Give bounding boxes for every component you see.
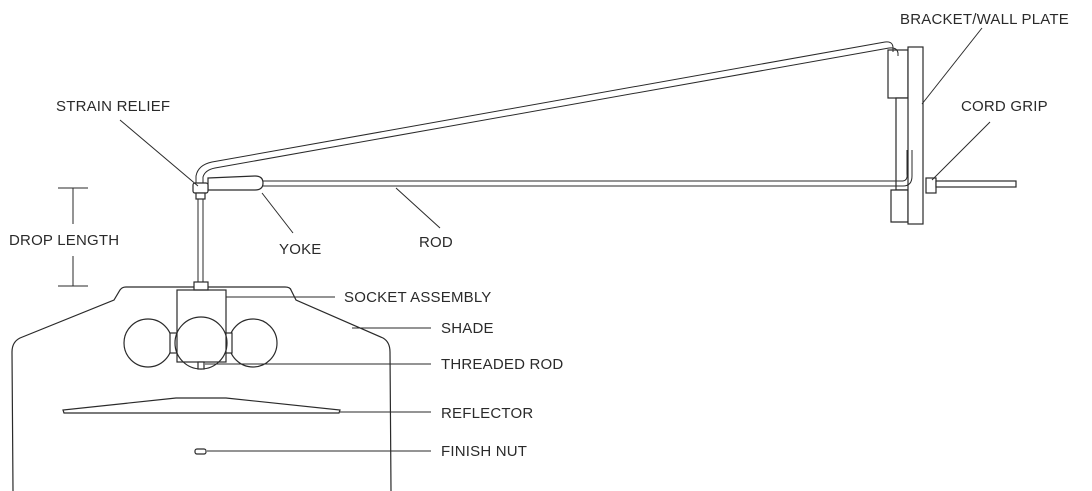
leader-bracket: [921, 27, 983, 105]
cord-grip: [925, 177, 1017, 194]
strain-relief: [192, 182, 209, 200]
finish-nut: [194, 448, 207, 455]
reflector: [62, 397, 341, 414]
socket-assembly: [176, 281, 227, 363]
leader-strain-relief: [119, 119, 199, 187]
label-cord-grip: CORD GRIP: [961, 98, 1048, 115]
threaded-rod: [197, 361, 205, 370]
leader-cord-grip: [931, 121, 991, 181]
label-strain-relief: STRAIN RELIEF: [56, 98, 170, 115]
leader-lines: [119, 27, 991, 452]
label-bracket: BRACKET/WALL PLATE: [900, 11, 1069, 28]
label-threaded-rod: THREADED ROD: [441, 356, 563, 373]
label-reflector: REFLECTOR: [441, 405, 533, 422]
label-yoke: YOKE: [279, 241, 321, 258]
rod: [262, 150, 913, 187]
label-shade: SHADE: [441, 320, 494, 337]
label-drop-length: DROP LENGTH: [9, 232, 119, 249]
drop-stem: [197, 199, 204, 283]
leader-rod: [395, 187, 441, 229]
labels: BRACKET/WALL PLATE CORD GRIP STRAIN RELI…: [9, 11, 1069, 460]
label-finish-nut: FINISH NUT: [441, 443, 527, 460]
support-wire: [195, 41, 899, 185]
label-socket-assembly: SOCKET ASSEMBLY: [344, 289, 492, 306]
bracket-wall-plate: [887, 46, 924, 225]
bulbs: [123, 316, 278, 370]
label-rod: ROD: [419, 234, 453, 251]
drop-length-dimension: [58, 187, 88, 287]
yoke: [207, 175, 264, 191]
leader-yoke: [261, 192, 294, 234]
